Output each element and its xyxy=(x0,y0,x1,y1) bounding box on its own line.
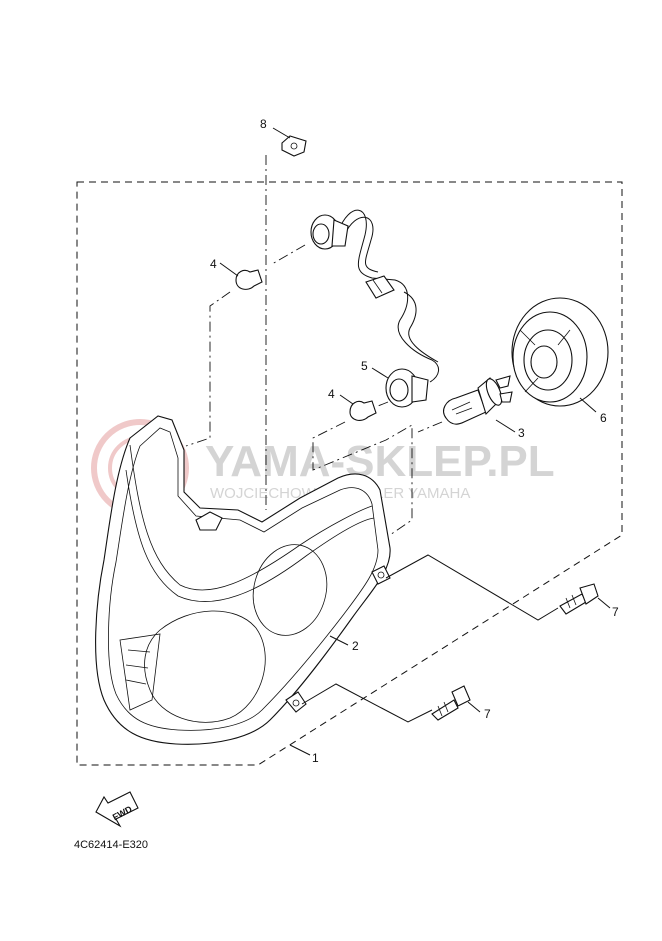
diagram-code: 4C62414-E320 xyxy=(74,839,148,851)
socket-part-5 xyxy=(385,368,429,408)
callout-5: 5 xyxy=(361,359,368,373)
callout-2: 2 xyxy=(352,639,359,653)
leader-6 xyxy=(579,397,597,413)
callout-3: 3 xyxy=(518,426,525,440)
callout-4-lower: 4 xyxy=(328,387,335,401)
cover-part-6 xyxy=(511,297,609,407)
fwd-arrow-icon: FWD xyxy=(95,791,139,828)
watermark-title: YAMA-SKLEP.PL xyxy=(205,437,555,486)
socket-top xyxy=(310,214,349,250)
screw-part-7-bottom xyxy=(431,685,471,721)
callout-7-right: 7 xyxy=(612,605,619,619)
bulb-part-4-lower xyxy=(349,400,377,421)
leader-3 xyxy=(495,419,516,433)
bulb-part-3 xyxy=(443,375,513,425)
assembly-line-4-upper xyxy=(185,291,231,447)
leader-7-right xyxy=(597,597,611,609)
callout-4-upper: 4 xyxy=(210,257,217,271)
leader-4-lower xyxy=(339,394,354,405)
leader-5 xyxy=(371,367,389,379)
screw-part-7-right xyxy=(559,583,599,615)
headlight-housing-part-2 xyxy=(95,415,391,745)
leader-7-bottom xyxy=(467,701,481,713)
assembly-line-5 xyxy=(377,401,389,407)
leader-4-upper xyxy=(219,262,239,277)
watermark: YAMA-SKLEP.PL WOJCIECHOWSKI DEALER YAMAH… xyxy=(91,419,555,517)
leader-8 xyxy=(272,127,291,139)
clip-part-8 xyxy=(281,135,307,157)
callout-6: 6 xyxy=(600,411,607,425)
assembly-line-7-right xyxy=(385,554,559,621)
callout-1: 1 xyxy=(312,751,319,765)
assembly-line-4-lower xyxy=(312,421,413,536)
bulb-part-4-upper xyxy=(235,269,263,290)
leader-1 xyxy=(289,744,311,756)
callout-7-bottom: 7 xyxy=(484,707,491,721)
callout-8: 8 xyxy=(260,117,267,131)
assembly-line-3 xyxy=(417,421,443,433)
leader-2 xyxy=(329,635,349,646)
assembly-line-7-bottom xyxy=(301,683,433,723)
assembly-line-top xyxy=(271,244,306,265)
wiring-harness xyxy=(337,209,439,383)
